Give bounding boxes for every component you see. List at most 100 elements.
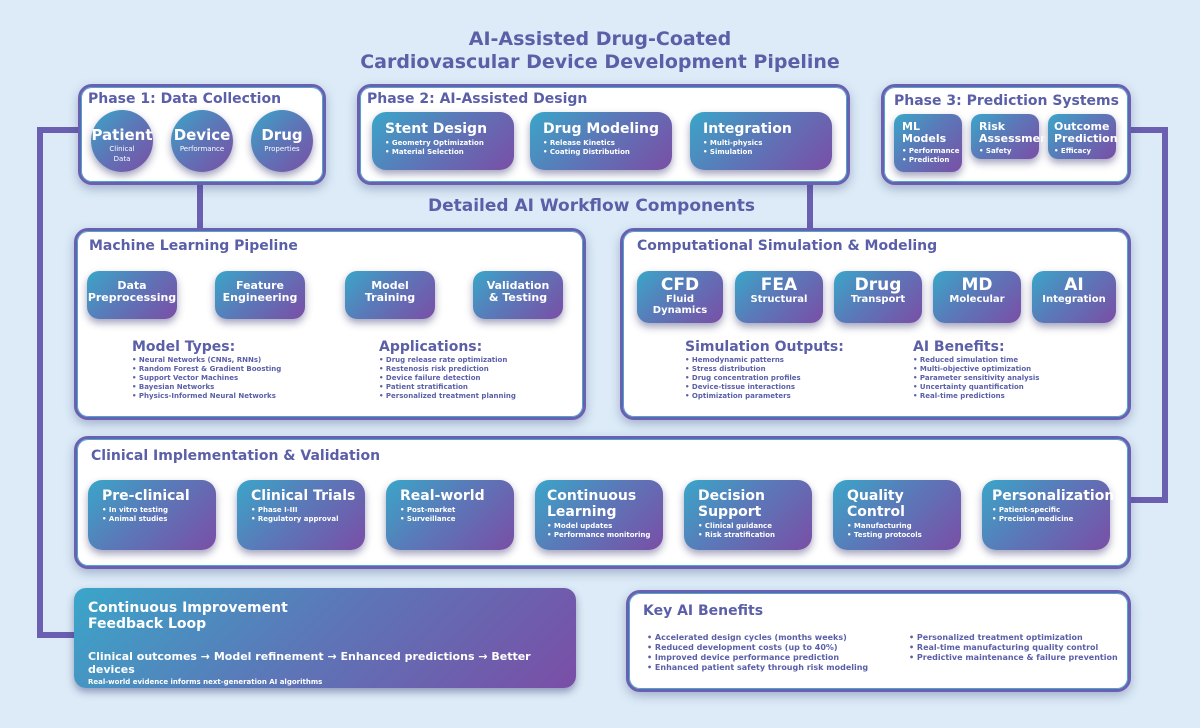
integration-bullet: Simulation bbox=[703, 148, 832, 157]
stent-design-title: Stent Design bbox=[385, 121, 488, 137]
output-item: Optimization parameters bbox=[685, 392, 801, 401]
cfd-box[interactable]: CFD Fluid Dynamics bbox=[637, 271, 723, 323]
feedback-flow: Clinical outcomes → Model refinement → E… bbox=[88, 650, 531, 676]
decision-support-bullet: Clinical guidance bbox=[698, 522, 812, 531]
integration-box[interactable]: Integration Multi-physicsSimulation bbox=[690, 112, 832, 170]
drug-transport-sub1: Transport bbox=[850, 294, 906, 305]
real-world-bullet: Surveillance bbox=[400, 515, 514, 524]
fea-sub1: Structural bbox=[750, 294, 808, 305]
md-sub1: Molecular bbox=[949, 294, 1005, 305]
clinical-trials-bullet: Phase I-III bbox=[251, 506, 365, 515]
model-type-item: Neural Networks (CNNs, RNNs) bbox=[132, 356, 281, 365]
key-benefit-item: Reduced development costs (up to 40%) bbox=[647, 643, 868, 653]
preclinical-title: Pre-clinical bbox=[102, 488, 190, 504]
quality-control-box[interactable]: Quality Control ManufacturingTesting pro… bbox=[833, 480, 961, 550]
key-benefits-panel: Key AI Benefits Accelerated design cycle… bbox=[626, 590, 1131, 692]
md-box[interactable]: MD Molecular bbox=[933, 271, 1021, 323]
clinical-trials-bullet: Regulatory approval bbox=[251, 515, 365, 524]
drug-modeling-box[interactable]: Drug Modeling Release KineticsCoating Di… bbox=[530, 112, 672, 170]
patient-title: Patient bbox=[91, 126, 153, 144]
validation-testing-step[interactable]: Validation & Testing bbox=[473, 271, 563, 319]
ml-models-bullet: Performance bbox=[902, 147, 962, 156]
feedback-loop-box[interactable]: Continuous Improvement Feedback Loop Cli… bbox=[74, 588, 576, 688]
stent-design-box[interactable]: Stent Design Geometry OptimizationMateri… bbox=[372, 112, 514, 170]
decision-support-title1: Decision bbox=[698, 488, 765, 504]
step-line1: Data bbox=[117, 279, 147, 292]
ml-models-box[interactable]: ML Models PerformancePrediction bbox=[894, 114, 962, 172]
integration-title: Integration bbox=[703, 121, 792, 137]
output-item: Device-tissue interactions bbox=[685, 383, 801, 392]
feedback-loop-line bbox=[37, 127, 78, 638]
phase2-title: Phase 2: AI-Assisted Design bbox=[367, 91, 588, 107]
data-preprocessing-step[interactable]: Data Preprocessing bbox=[87, 271, 177, 319]
simulation-title: Computational Simulation & Modeling bbox=[637, 238, 938, 254]
phase1-title: Phase 1: Data Collection bbox=[88, 91, 282, 107]
fea-box[interactable]: FEA Structural bbox=[735, 271, 823, 323]
step-line2: & Testing bbox=[488, 291, 548, 304]
clinical-trials-title: Clinical Trials bbox=[251, 488, 356, 504]
drug-title: Drug bbox=[261, 126, 303, 144]
clinical-title: Clinical Implementation & Validation bbox=[91, 448, 381, 464]
key-benefit-item: Enhanced patient safety through risk mod… bbox=[647, 663, 868, 673]
applications-list: Drug release rate optimization Restenosi… bbox=[379, 356, 516, 401]
decision-support-box[interactable]: Decision Support Clinical guidanceRisk s… bbox=[684, 480, 812, 550]
ml-pipeline-title: Machine Learning Pipeline bbox=[89, 238, 298, 254]
patient-sub2: Data bbox=[113, 155, 131, 163]
output-item: Stress distribution bbox=[685, 365, 801, 374]
ai-title: AI bbox=[1064, 275, 1084, 295]
quality-control-title1: Quality bbox=[847, 488, 904, 504]
diagram-title-line2: Cardiovascular Device Development Pipeli… bbox=[360, 51, 840, 73]
personalization-box[interactable]: Personalization Patient-specificPrecisio… bbox=[982, 480, 1114, 550]
continuous-learning-title2: Learning bbox=[547, 504, 617, 520]
personalization-bullet: Precision medicine bbox=[992, 515, 1110, 524]
drug-transport-box[interactable]: Drug Transport bbox=[834, 271, 922, 323]
quality-control-bullet: Manufacturing bbox=[847, 522, 961, 531]
output-item: Drug concentration profiles bbox=[685, 374, 801, 383]
drug-sub1: Properties bbox=[264, 145, 300, 153]
output-item: Hemodynamic patterns bbox=[685, 356, 801, 365]
cfd-sub1: Fluid bbox=[666, 294, 694, 305]
key-benefits-title: Key AI Benefits bbox=[643, 603, 764, 619]
application-item: Personalized treatment planning bbox=[379, 392, 516, 401]
outcome-title1: Outcome bbox=[1054, 120, 1110, 133]
risk-assessment-box[interactable]: Risk Assessment Safety bbox=[971, 114, 1053, 159]
stent-bullet: Geometry Optimization bbox=[385, 139, 514, 148]
key-benefit-item: Improved device performance prediction bbox=[647, 653, 868, 663]
application-item: Patient stratification bbox=[379, 383, 516, 392]
feedback-title1: Continuous Improvement bbox=[88, 600, 288, 616]
model-training-step[interactable]: Model Training bbox=[345, 271, 435, 319]
clinical-trials-box[interactable]: Clinical Trials Phase I-IIIRegulatory ap… bbox=[237, 480, 365, 550]
phase3-title: Phase 3: Prediction Systems bbox=[894, 93, 1119, 109]
feature-engineering-step[interactable]: Feature Engineering bbox=[215, 271, 305, 319]
benefit-item: Parameter sensitivity analysis bbox=[913, 374, 1040, 383]
cfd-title: CFD bbox=[660, 275, 700, 295]
decision-support-title2: Support bbox=[698, 504, 762, 520]
ai-benefits-list: Reduced simulation time Multi-objective … bbox=[913, 356, 1040, 401]
real-world-box[interactable]: Real-world Post-marketSurveillance bbox=[386, 480, 514, 550]
continuous-learning-bullet: Performance monitoring bbox=[547, 531, 663, 540]
drug-node[interactable]: Drug Properties bbox=[251, 110, 313, 172]
application-item: Device failure detection bbox=[379, 374, 516, 383]
ai-integration-box[interactable]: AI Integration bbox=[1032, 271, 1116, 323]
outcome-title2: Prediction bbox=[1054, 132, 1118, 145]
diagram-title-line1: AI-Assisted Drug-Coated bbox=[468, 28, 732, 50]
model-type-item: Bayesian Networks bbox=[132, 383, 281, 392]
cfd-sub2: Dynamics bbox=[652, 305, 708, 316]
device-node[interactable]: Device Performance bbox=[171, 110, 233, 172]
preclinical-box[interactable]: Pre-clinical In vitro testingAnimal stud… bbox=[88, 480, 216, 550]
preclinical-bullet: In vitro testing bbox=[102, 506, 216, 515]
outcome-prediction-box[interactable]: Outcome Prediction Efficacy bbox=[1048, 114, 1118, 159]
key-benefits-right-list: Personalized treatment optimization Real… bbox=[909, 633, 1118, 663]
continuous-learning-box[interactable]: Continuous Learning Model updatesPerform… bbox=[535, 480, 663, 550]
fea-title: FEA bbox=[760, 275, 798, 295]
phase3-panel: Phase 3: Prediction Systems ML Models Pe… bbox=[881, 84, 1131, 185]
ml-models-title2: Models bbox=[902, 132, 947, 145]
feedback-note: Real-world evidence informs next-generat… bbox=[88, 678, 323, 686]
ai-benefits-title: AI Benefits: bbox=[913, 339, 1005, 355]
ml-models-title1: ML bbox=[902, 120, 920, 133]
step-line2: Engineering bbox=[222, 291, 298, 304]
device-title: Device bbox=[173, 126, 231, 144]
patient-sub1: Clinical bbox=[109, 145, 135, 153]
patient-node[interactable]: Patient Clinical Data bbox=[91, 110, 153, 172]
quality-control-title2: Control bbox=[847, 504, 905, 520]
